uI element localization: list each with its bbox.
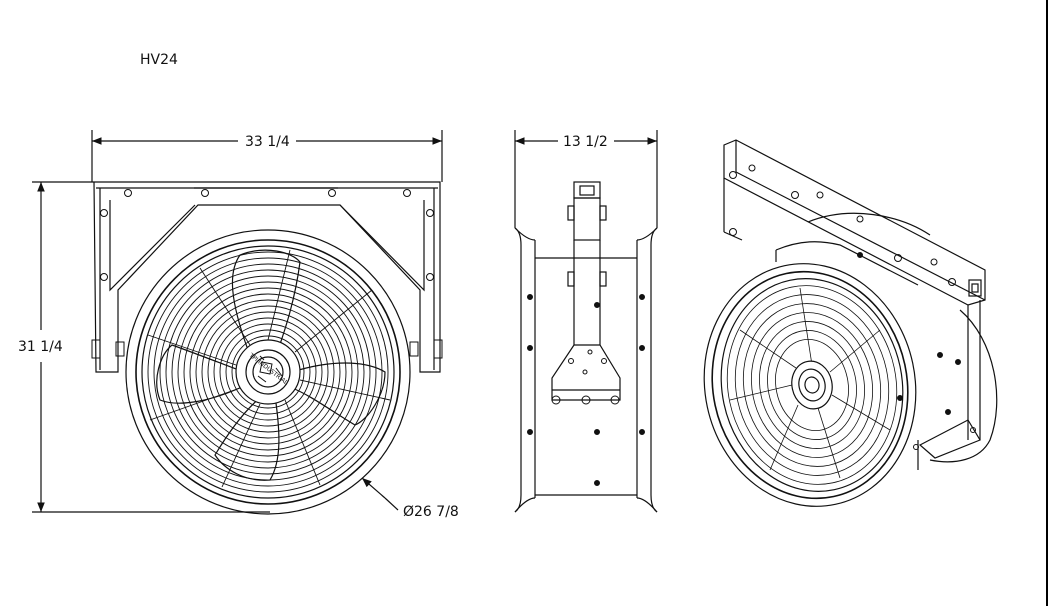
iso-frame-bolts — [729, 164, 976, 450]
side-bolts — [527, 294, 645, 486]
fan-ring — [125, 229, 411, 515]
width-dimension — [91, 130, 443, 182]
iso-fan-guard — [726, 285, 898, 485]
height-dimension — [32, 181, 270, 513]
fan-blades — [156, 249, 386, 481]
sheet-border — [1046, 0, 1048, 606]
housing-side — [514, 227, 658, 513]
mounting-bracket — [93, 181, 441, 373]
height-label: 31 1/4 — [18, 339, 63, 355]
isometric-view — [703, 139, 998, 507]
iso-housing-bolts — [857, 252, 961, 415]
fan-guard — [147, 251, 389, 493]
iso-hub — [791, 360, 833, 410]
model-title: HV24 — [140, 52, 178, 68]
width-label: 33 1/4 — [245, 134, 290, 150]
front-view — [32, 130, 443, 515]
iso-frame — [723, 139, 986, 459]
fan-hub — [235, 339, 301, 405]
diameter-leader — [361, 477, 399, 511]
diameter-label: Ø26 7/8 — [403, 504, 459, 520]
bracket-bolts — [91, 189, 443, 359]
side-view — [514, 130, 658, 513]
iso-fan-ring — [703, 263, 917, 507]
guard-spokes — [147, 249, 391, 488]
depth-label: 13 1/2 — [563, 134, 608, 150]
iso-housing — [775, 212, 998, 470]
side-bracket — [551, 181, 621, 401]
depth-dimension — [514, 130, 658, 228]
